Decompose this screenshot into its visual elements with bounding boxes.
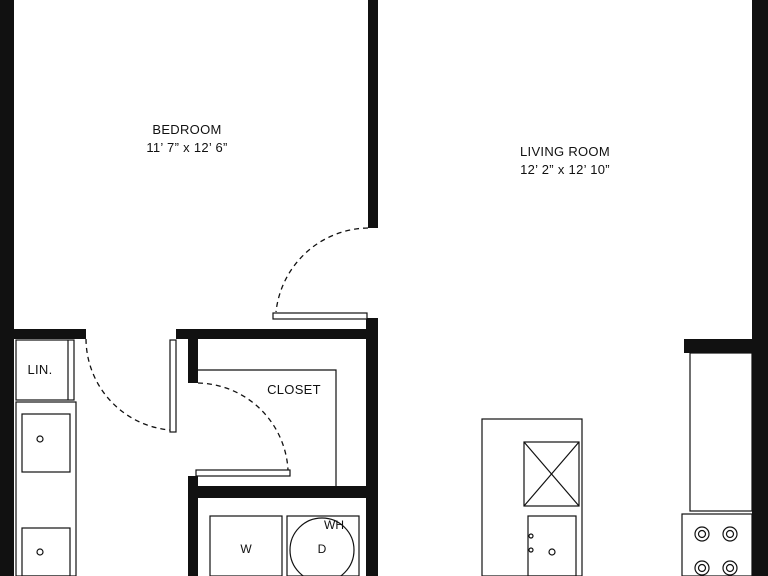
closet-shelf-outline: [198, 369, 337, 486]
closet-label: CLOSET: [267, 382, 321, 397]
closet-left-wall: [188, 339, 198, 383]
linen-closet: [15, 339, 75, 401]
vanity-counter: [15, 401, 77, 576]
washer-box: [209, 515, 283, 576]
laundry: [209, 515, 360, 576]
burner-icon: [722, 526, 738, 542]
sink-lower-drain-icon: [36, 548, 44, 556]
right-exterior-wall: [752, 0, 768, 576]
dishwasher-box: [523, 441, 580, 507]
burner-icon: [694, 560, 710, 576]
range-box: [681, 513, 753, 576]
laundry-left-wall: [188, 476, 198, 576]
island-sink-drain-icon: [548, 548, 556, 556]
linen-closet-box: [15, 339, 75, 401]
fridge-box: [689, 352, 753, 512]
living-room-name-label: LIVING ROOM: [520, 144, 610, 159]
closet-door-swing: [197, 382, 289, 471]
linen-label: LIN.: [27, 362, 52, 377]
labels: BEDROOM 11’ 7” x 12’ 6” LIVING ROOM 12’ …: [27, 122, 610, 556]
island-faucet-icon: [528, 533, 534, 539]
living-room-dimensions-label: 12’ 2” x 12’ 10”: [520, 162, 610, 177]
bath-door-swing: [85, 338, 171, 431]
bedroom-door-swing: [275, 227, 369, 313]
bath-vanity: [15, 401, 77, 576]
dishwasher-diagonal-b: [523, 441, 580, 507]
island-counter: [481, 418, 583, 576]
bath-door: [85, 338, 177, 433]
closet-top-wall: [176, 329, 372, 339]
burner-icon: [722, 560, 738, 576]
sink-upper: [21, 413, 71, 473]
left-exterior-wall: [0, 0, 14, 576]
burner-icon: [694, 526, 710, 542]
island-faucet-icon-2: [528, 547, 534, 553]
closet-door: [195, 382, 291, 477]
sink-upper-drain-icon: [36, 435, 44, 443]
water-heater-circle: [289, 517, 355, 576]
dryer-box: [286, 515, 360, 576]
kitchen-wall-counter: [681, 352, 753, 576]
sink-lower: [21, 527, 71, 576]
bath-door-leaf: [169, 339, 177, 433]
bedroom-name-label: BEDROOM: [152, 122, 221, 137]
kitchen-right-wall-stub: [684, 339, 768, 353]
center-vertical-wall: [366, 318, 378, 576]
water-heater-label: WH: [324, 518, 344, 532]
kitchen-island: [481, 418, 583, 576]
bedroom-door: [272, 227, 369, 320]
laundry-top-wall: [188, 486, 372, 498]
bedroom-living-divider-wall: [368, 0, 378, 228]
bedroom-dimensions-label: 11’ 7” x 12’ 6”: [146, 140, 227, 155]
washer-label: W: [240, 542, 252, 556]
bedroom-door-leaf: [272, 312, 368, 320]
linen-top-wall: [0, 329, 86, 339]
closet-door-leaf: [195, 469, 291, 477]
island-sink: [527, 515, 577, 576]
dryer-label: D: [318, 542, 327, 556]
